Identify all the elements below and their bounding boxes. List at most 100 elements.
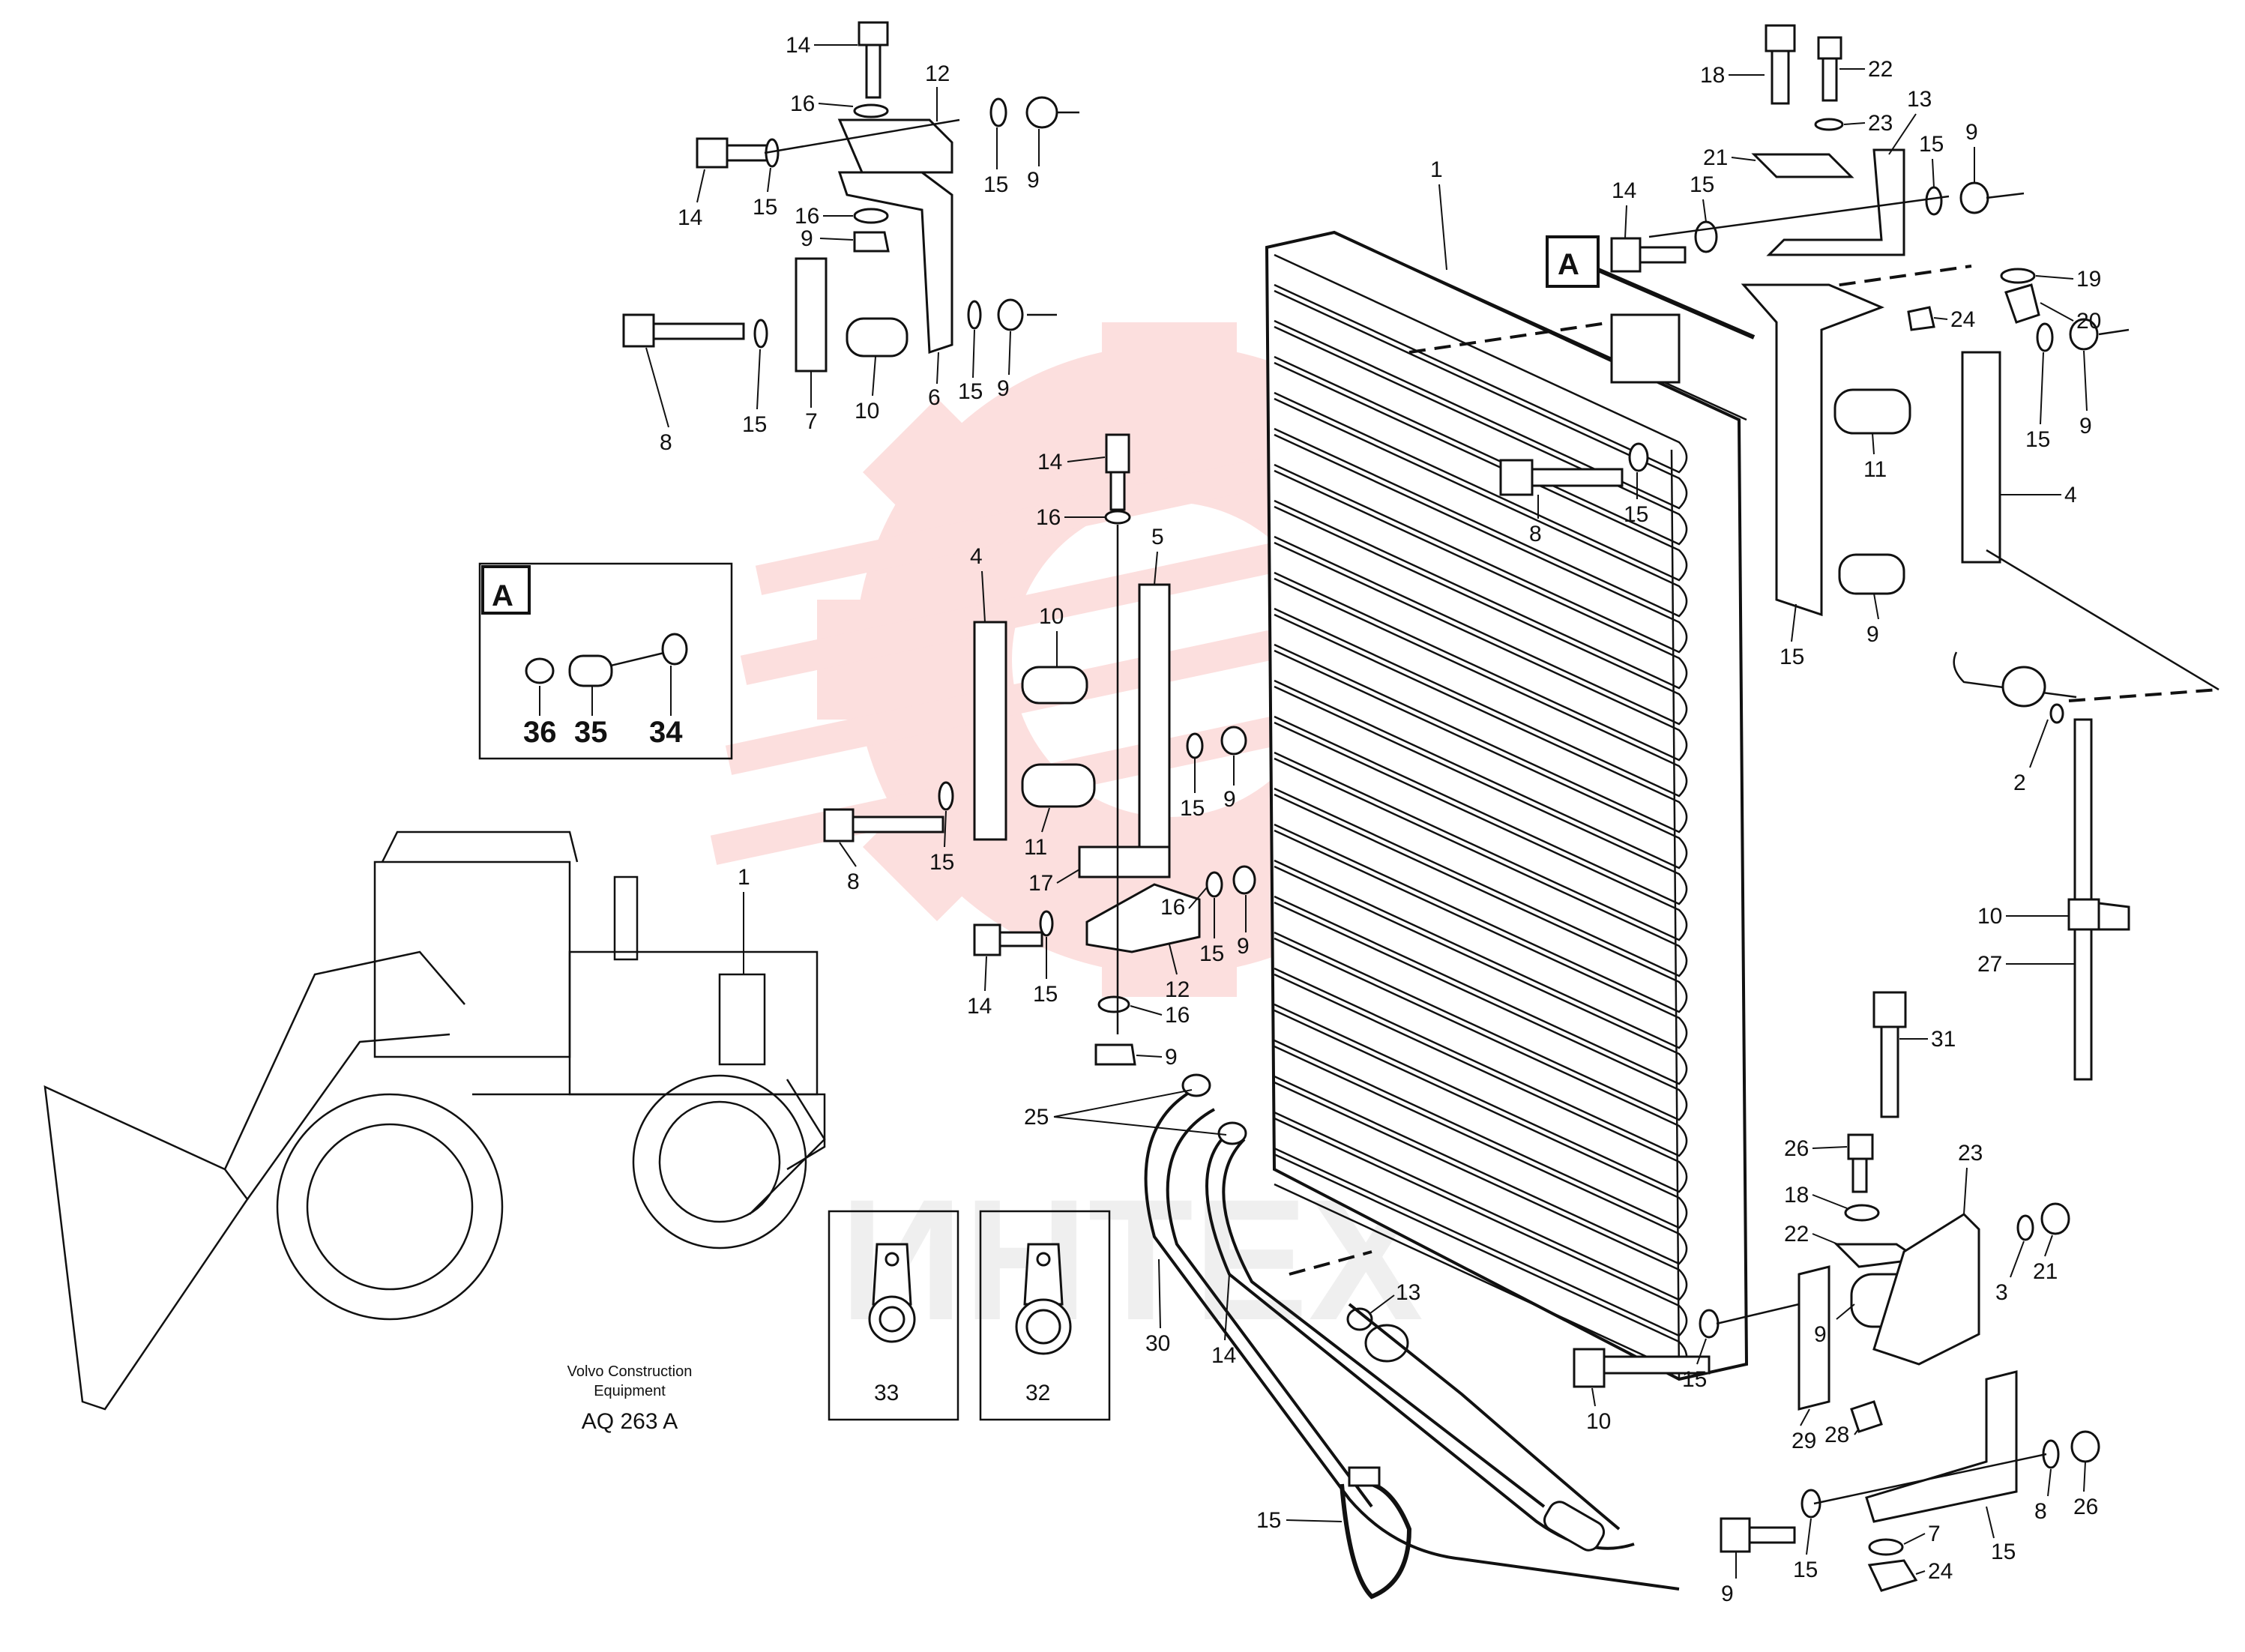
callout-9: 9 bbox=[1165, 1045, 1178, 1070]
callout-9: 9 bbox=[1027, 168, 1040, 193]
callouts: 14 16 12 15 9 14 15 16 9 8 15 7 10 6 15 … bbox=[645, 33, 2101, 1606]
callout-14: 14 bbox=[1037, 450, 1062, 474]
callout-12: 12 bbox=[925, 61, 950, 86]
condenser-fin bbox=[1274, 289, 1688, 510]
callout-9: 21 bbox=[2033, 1259, 2058, 1284]
callout-14: 14 bbox=[967, 994, 992, 1019]
callout-24: 24 bbox=[1950, 307, 1975, 332]
callout-36: 36 bbox=[523, 716, 557, 749]
clamp-box-33: 33 bbox=[828, 1210, 959, 1421]
callout-28: 30 bbox=[1145, 1331, 1170, 1356]
plate-7 bbox=[1797, 1265, 1830, 1411]
spacer-11 bbox=[1833, 388, 1911, 435]
bracket-13 bbox=[1865, 1370, 2018, 1523]
callout-32: 32 bbox=[1025, 1381, 1050, 1405]
callout-8: 8 bbox=[847, 869, 860, 894]
plate-7 bbox=[795, 257, 828, 373]
condenser-fin bbox=[1274, 433, 1688, 654]
spacer-10 bbox=[846, 317, 908, 358]
callout-35: 35 bbox=[574, 716, 608, 749]
condenser-fin bbox=[1274, 469, 1688, 690]
spacer-10 bbox=[1838, 553, 1905, 595]
callout-2: 15 bbox=[1780, 645, 1804, 669]
caption-line2: Equipment bbox=[594, 1383, 666, 1399]
bracket-12 bbox=[1085, 883, 1201, 953]
callout-9: 9 bbox=[1223, 787, 1236, 812]
plate-4 bbox=[1961, 351, 2001, 564]
callout-24: 28 bbox=[1824, 1423, 1849, 1447]
callout-8: 8 bbox=[660, 430, 672, 455]
callout-9: 9 bbox=[1237, 934, 1250, 959]
plate-5 bbox=[1138, 583, 1171, 856]
bracket-17 bbox=[1078, 845, 1171, 878]
caption-code: AQ 263 A bbox=[582, 1409, 678, 1434]
callout-27: 2 bbox=[2013, 771, 2026, 795]
callout-7: 7 bbox=[805, 409, 818, 434]
plate-21 bbox=[1751, 153, 1854, 178]
callout-9: 9 bbox=[1965, 120, 1978, 145]
callout-4: 4 bbox=[2064, 483, 2077, 507]
condenser-core bbox=[1265, 230, 1749, 1381]
callout-15: 15 bbox=[1793, 1558, 1818, 1582]
callout-9: 26 bbox=[2073, 1495, 2098, 1519]
callout-34: 34 bbox=[649, 716, 683, 749]
callout-26: 14 bbox=[1211, 1343, 1236, 1368]
callout-16: 16 bbox=[1165, 1003, 1190, 1028]
bracket-assembly-upper-left bbox=[622, 21, 1079, 373]
callout-15: 3 bbox=[1995, 1280, 2008, 1305]
callout-18: 18 bbox=[1700, 63, 1725, 88]
bracket-13 bbox=[1766, 148, 1905, 256]
callout-8: 8 bbox=[1529, 522, 1542, 546]
condenser-fin bbox=[1274, 361, 1688, 582]
callout-19: 7 bbox=[1928, 1522, 1941, 1546]
bracket-assembly-middle bbox=[823, 433, 1256, 1066]
callout-9: 9 bbox=[997, 376, 1010, 401]
callout-14: 14 bbox=[678, 205, 702, 230]
condenser-fin bbox=[1274, 685, 1688, 905]
callout-10: 9 bbox=[1866, 622, 1879, 647]
callout-10: 10 bbox=[855, 399, 879, 423]
clamp-31 bbox=[2067, 898, 2100, 931]
condenser-fin bbox=[1274, 865, 1688, 1085]
condenser-fin bbox=[1274, 1045, 1688, 1265]
pipe-assembly-right bbox=[1953, 651, 2130, 1081]
callout-10: 10 bbox=[1039, 604, 1064, 629]
callout-31: 10 bbox=[1977, 904, 2002, 929]
condenser-fin bbox=[1274, 1009, 1688, 1229]
wheel-loader-illustration bbox=[43, 830, 826, 1411]
callout-14: 9 bbox=[1721, 1582, 1734, 1606]
callout-13: 13 bbox=[1907, 87, 1932, 112]
condenser-fin bbox=[1274, 649, 1688, 869]
hose-assembly bbox=[1144, 1073, 1680, 1600]
callout-22: 26 bbox=[1784, 1136, 1809, 1161]
callout-4: 4 bbox=[970, 544, 983, 569]
condenser-fin bbox=[1274, 613, 1688, 833]
core-block bbox=[1610, 313, 1681, 384]
callout-23: 23 bbox=[1868, 111, 1893, 136]
callout-16: 16 bbox=[795, 204, 819, 229]
callout-15: 15 bbox=[753, 195, 777, 220]
spacer-10 bbox=[1021, 666, 1088, 705]
wing-nut-20 bbox=[1867, 1559, 1918, 1592]
callout-9: 9 bbox=[2079, 414, 2092, 438]
callout-15: 15 bbox=[1624, 502, 1648, 527]
callout-15: 15 bbox=[2025, 427, 2050, 452]
condenser-fin bbox=[1274, 577, 1688, 798]
condenser-fin bbox=[1274, 541, 1688, 762]
callout-15: 15 bbox=[1033, 982, 1058, 1007]
condenser-fin bbox=[1274, 829, 1688, 1049]
callout-15: 15 bbox=[1682, 1367, 1707, 1392]
callout-23: 18 bbox=[1784, 1183, 1809, 1208]
callout-29: 13 bbox=[1396, 1280, 1420, 1305]
svg-text:A: A bbox=[1558, 248, 1579, 281]
callout-8: 10 bbox=[1586, 1409, 1611, 1434]
callout-15: 15 bbox=[983, 172, 1008, 197]
callout-15: 15 bbox=[1199, 941, 1224, 966]
callout-33: 33 bbox=[874, 1381, 899, 1405]
callout-11: 11 bbox=[1024, 835, 1047, 860]
callout-13: 15 bbox=[1991, 1540, 2016, 1564]
clamp-box-32: 32 bbox=[979, 1210, 1111, 1421]
inset-spacer-35 bbox=[568, 654, 613, 687]
inset-nut-36 bbox=[525, 657, 555, 684]
